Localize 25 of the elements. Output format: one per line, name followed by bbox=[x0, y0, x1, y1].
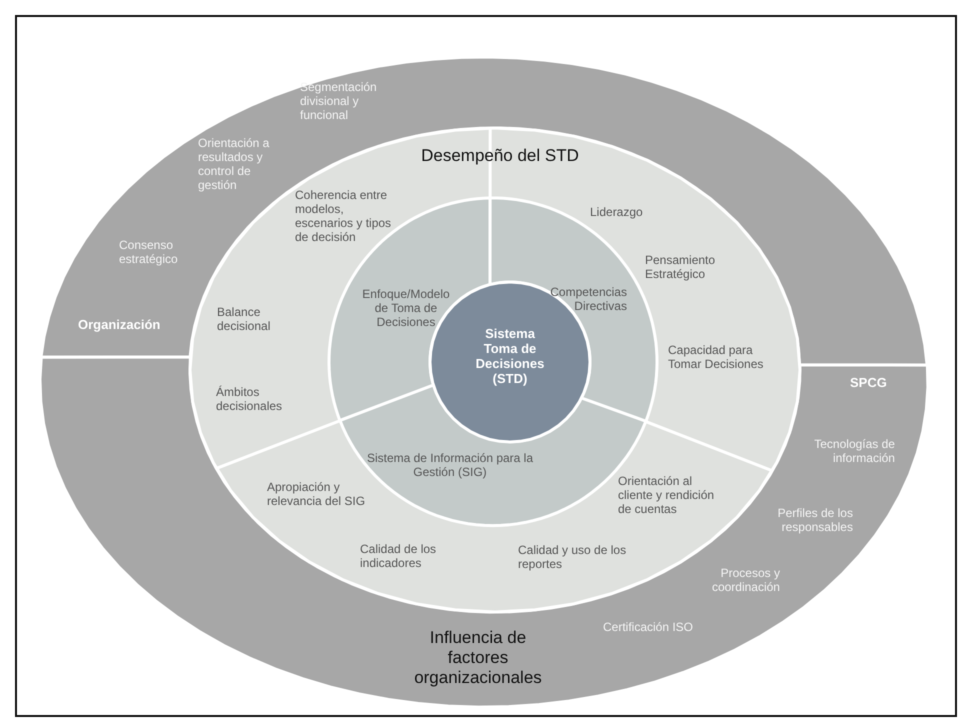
center-title: Sistema Toma de Decisiones (STD) bbox=[474, 326, 546, 386]
factor-label: Capacidad para Tomar Decisiones bbox=[668, 343, 764, 371]
factor-label: Balance decisional bbox=[217, 305, 272, 333]
segment-title: SPCG bbox=[850, 376, 888, 390]
ring-segment bbox=[40, 356, 928, 707]
factor-label: Perfiles de los responsables bbox=[776, 506, 853, 534]
factor-label: Ámbitos decisionales bbox=[216, 385, 284, 413]
factor-label: Pensamiento Estratégico bbox=[645, 253, 716, 281]
factor-label: Tecnologías de información bbox=[813, 436, 895, 465]
factor-label: Coherencia entre modelos, escenarios y tipos de decisión bbox=[295, 188, 392, 244]
factor-label: Certificación ISO bbox=[602, 620, 694, 634]
ring-heading: Influencia de factores organizacionales bbox=[413, 628, 543, 688]
ring-heading: Desempeño del STD bbox=[420, 146, 580, 166]
factor-label: Apropiación y relevancia del SIG bbox=[267, 480, 366, 508]
factor-label: Sistema de Información para la Gestión (SIG) bbox=[366, 450, 534, 479]
factor-label: Consenso estratégico bbox=[118, 238, 179, 266]
factor-label: Enfoque/Modelo de Toma de Decisiones bbox=[361, 286, 451, 329]
factor-label: Orientación al cliente y rendición de cuentas bbox=[618, 474, 716, 516]
factor-label: Liderazgo bbox=[590, 205, 644, 219]
segment-title: Organización bbox=[78, 318, 162, 332]
factor-label: Competencias Directivas bbox=[549, 284, 627, 313]
factor-label: Calidad de los indicadores bbox=[360, 542, 438, 570]
factor-label: Orientación a resultados y control de gestión bbox=[198, 136, 270, 192]
factor-label: Calidad y uso de los reportes bbox=[518, 543, 628, 571]
factor-label: Procesos y coordinación bbox=[710, 566, 780, 594]
